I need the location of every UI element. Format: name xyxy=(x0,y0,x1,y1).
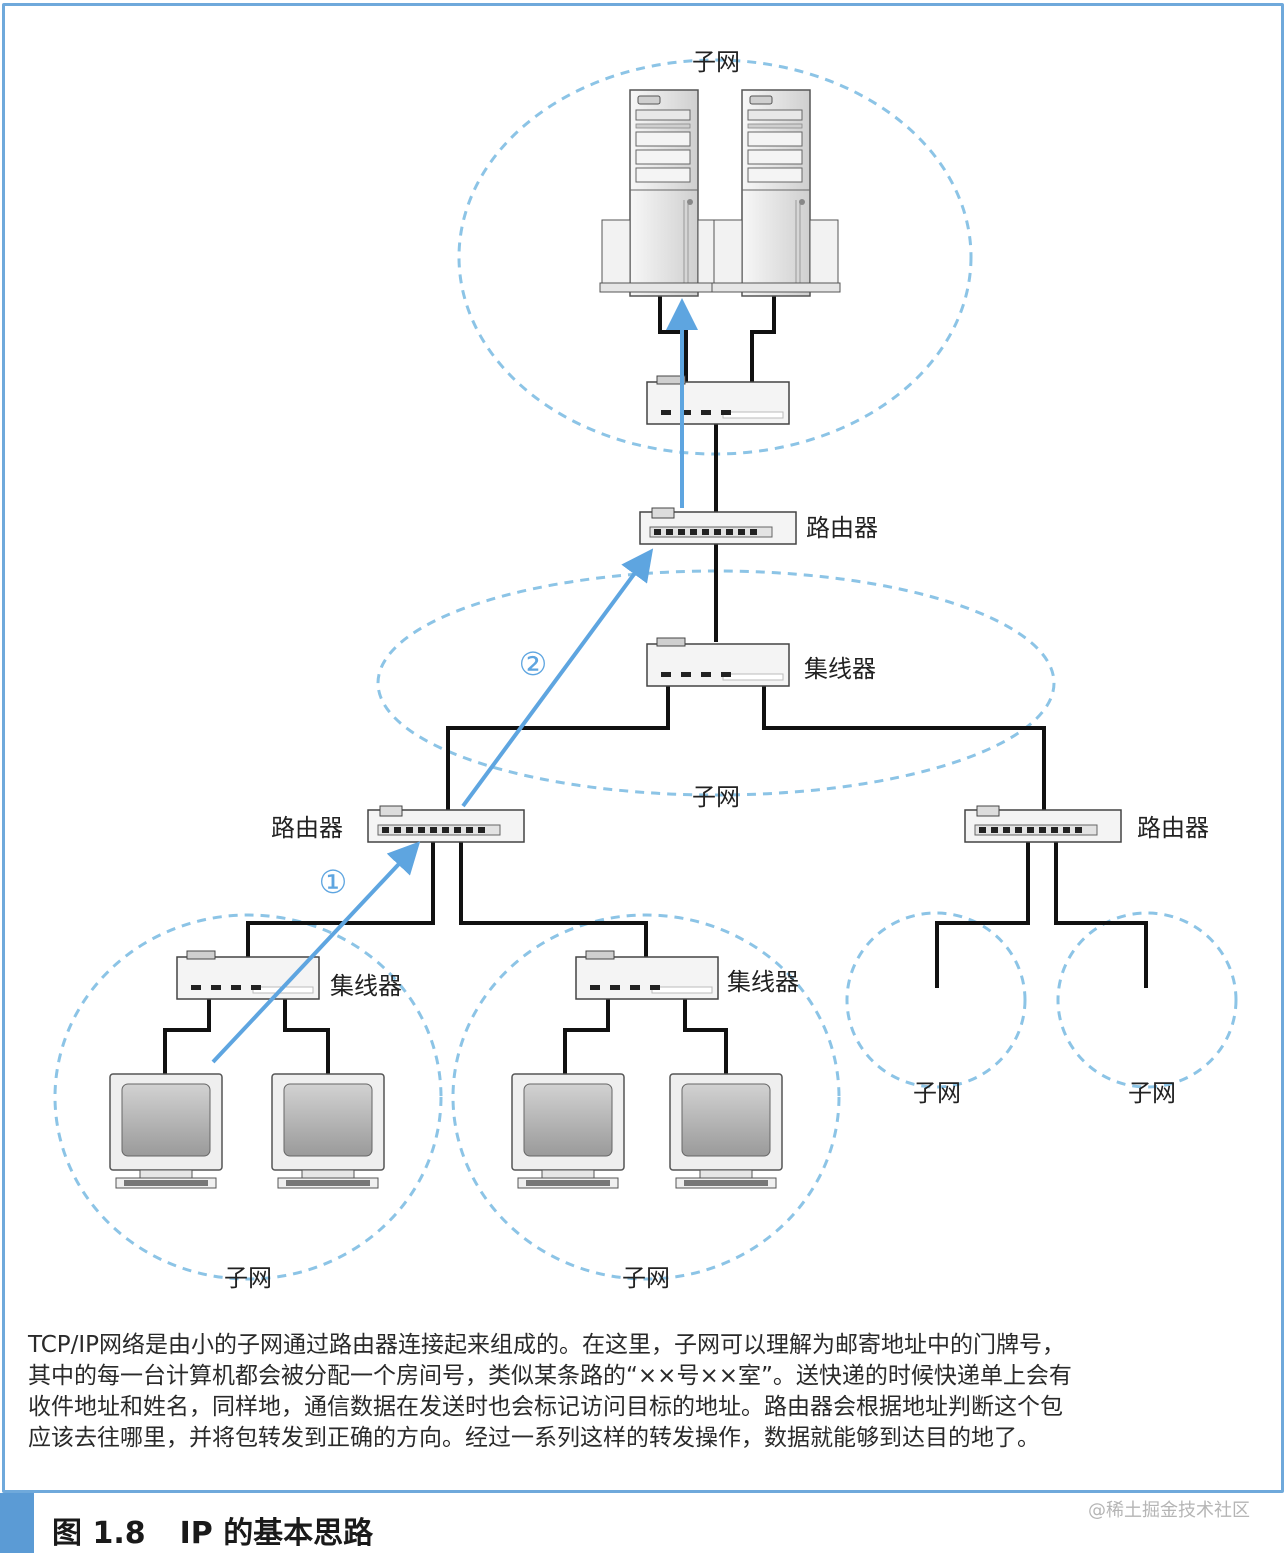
subnet-label-right-1: 子网 xyxy=(913,1079,961,1107)
route-arrow-2 xyxy=(461,548,654,808)
figure-title: 图 1.8 IP 的基本思路 xyxy=(52,1508,373,1552)
step-1-marker: ① xyxy=(319,863,348,901)
figure-title-bar xyxy=(0,1493,34,1553)
router-left xyxy=(367,805,525,843)
subnet-label-top: 子网 xyxy=(692,48,740,76)
subnet-label-right-2: 子网 xyxy=(1128,1079,1176,1107)
step-2-marker: ② xyxy=(519,645,548,683)
subnet-bottom-center-outline xyxy=(451,913,841,1281)
router-right xyxy=(964,805,1122,843)
router-label-left: 路由器 xyxy=(271,814,343,842)
server-2 xyxy=(711,89,841,297)
subnet-label-middle: 子网 xyxy=(692,783,740,811)
hub-top xyxy=(646,375,790,425)
server-1 xyxy=(599,89,729,297)
subnet-label-bottom-center: 子网 xyxy=(622,1264,670,1292)
watermark: @稀土掘金技术社区 xyxy=(1088,1500,1250,1521)
subnet-bottom-left-outline xyxy=(53,913,443,1281)
pc-2 xyxy=(271,1073,385,1189)
pc-3 xyxy=(511,1073,625,1189)
hub-label-bottom-left: 集线器 xyxy=(330,972,402,1000)
router-label-right: 路由器 xyxy=(1137,814,1209,842)
hub-bottom-left xyxy=(176,950,320,1000)
route-arrow-1 xyxy=(211,841,421,1064)
hub-middle xyxy=(646,637,790,687)
subnet-label-bottom-left: 子网 xyxy=(224,1264,272,1292)
subnet-right-1-outline xyxy=(845,911,1027,1089)
hub-label-middle: 集线器 xyxy=(804,655,876,683)
figure-frame xyxy=(2,3,1284,1493)
figure-description: TCP/IP网络是由小的子网通过路由器连接起来组成的。在这里，子网可以理解为邮寄… xyxy=(28,1332,1072,1451)
figure-number: 图 1.8 xyxy=(52,1516,146,1551)
hub-bottom-center xyxy=(575,950,719,1000)
figure-title-text: IP 的基本思路 xyxy=(179,1516,374,1551)
pc-1 xyxy=(109,1073,223,1189)
subnet-right-2-outline xyxy=(1056,911,1238,1089)
hub-label-bottom-center: 集线器 xyxy=(727,968,799,996)
router-label-top: 路由器 xyxy=(806,514,878,542)
pc-4 xyxy=(669,1073,783,1189)
router-top xyxy=(639,507,797,545)
